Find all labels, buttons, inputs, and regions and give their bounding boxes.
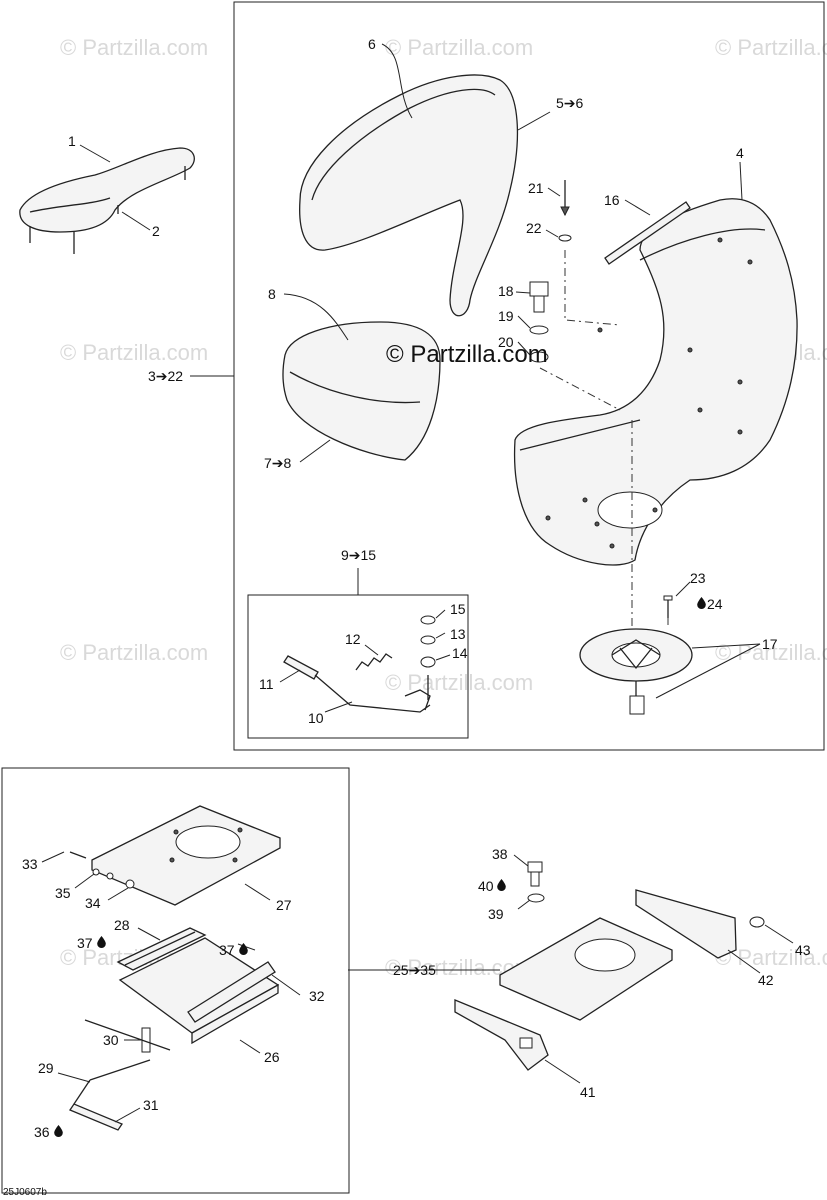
callout-37: 37 <box>77 935 93 951</box>
callout-23: 23 <box>690 570 706 586</box>
callout-34: 34 <box>85 895 101 911</box>
part-32-tube <box>187 961 276 1023</box>
callout-13: 13 <box>450 626 466 642</box>
part-10-latch-rod <box>314 674 431 713</box>
part-26-lower-slider <box>118 937 280 1045</box>
part-27-upper-plate <box>91 805 281 906</box>
part-23-screw <box>663 595 673 618</box>
part-31-handle <box>69 1079 123 1131</box>
part-20-nut <box>529 351 549 363</box>
center-watermark: © Partzilla.com <box>386 341 548 368</box>
callout-37: 37 <box>219 942 235 958</box>
callout-38: 38 <box>492 846 508 862</box>
callout-15: 15 <box>450 601 466 617</box>
part-21-screw <box>560 180 570 217</box>
alignment-line <box>539 367 621 411</box>
part-33-screw <box>69 851 87 859</box>
part-22-washer <box>558 234 572 242</box>
watermark: © Partzilla.com <box>60 340 208 365</box>
drop-icon <box>97 936 106 948</box>
watermark: © Partzilla.com <box>715 640 827 665</box>
callout-30: 30 <box>103 1032 119 1048</box>
callout-24: 24 <box>707 596 723 612</box>
watermark: © Partzilla.com <box>385 670 533 695</box>
drop-icon <box>697 597 706 609</box>
part-43-cap <box>749 916 765 928</box>
callout-28: 28 <box>114 917 130 933</box>
callout-32: 32 <box>309 988 325 1004</box>
part-15-nut <box>420 615 436 625</box>
callout-2: 2 <box>152 223 160 239</box>
callout-33: 33 <box>22 856 38 872</box>
callout-40: 40 <box>478 878 494 894</box>
drawing-code: 25J0607b <box>3 1187 47 1198</box>
part-8-seat-cushion <box>282 321 441 461</box>
callout-26: 26 <box>264 1049 280 1065</box>
watermark: © Partzilla.com <box>60 35 208 60</box>
part-4-seat-shell <box>513 198 798 566</box>
callout-12: 12 <box>345 631 361 647</box>
part-16-trim <box>604 201 691 265</box>
drop-icon <box>497 879 506 891</box>
part-1-handle <box>19 147 195 254</box>
part-19-washer <box>529 325 549 335</box>
callout-6: 6 <box>368 36 376 52</box>
callout-25-35: 25➔35 <box>393 962 436 978</box>
part-25-plate <box>499 917 673 1021</box>
callout-35: 35 <box>55 885 71 901</box>
callout-11: 11 <box>259 676 274 692</box>
part-29-rod <box>84 1019 171 1081</box>
callout-labels: 1 2 3➔22 4 5➔6 6 7➔8 8 9➔15 10 11 12 13 … <box>22 36 811 1140</box>
drop-icon <box>54 1125 63 1137</box>
callout-31: 31 <box>143 1097 159 1113</box>
callout-8: 8 <box>268 286 276 302</box>
callout-16: 16 <box>604 192 620 208</box>
callout-42: 42 <box>758 972 774 988</box>
callout-10: 10 <box>308 710 324 726</box>
part-12-spring <box>355 653 393 671</box>
callout-18: 18 <box>498 283 514 299</box>
alignment-line <box>564 250 621 326</box>
watermark: © Partzilla.com <box>715 35 827 60</box>
watermark: © Partzilla.com <box>385 35 533 60</box>
part-17-swivel-base <box>579 628 693 715</box>
part-41-side-rail <box>454 999 549 1071</box>
callout-14: 14 <box>452 645 468 661</box>
part-34-nut <box>125 879 135 889</box>
callout-43: 43 <box>795 942 811 958</box>
slider-assembly-box <box>1 767 350 1194</box>
callout-21: 21 <box>528 180 544 196</box>
callout-19: 19 <box>498 308 514 324</box>
callout-1: 1 <box>68 133 76 149</box>
part-13-washer <box>420 635 436 645</box>
leader-lines <box>41 43 794 1123</box>
part-28-rail <box>116 927 207 971</box>
part-39-washer <box>527 893 545 903</box>
callout-29: 29 <box>38 1060 54 1076</box>
callout-39: 39 <box>488 906 504 922</box>
callout-4: 4 <box>736 145 744 161</box>
callout-41: 41 <box>580 1084 596 1100</box>
callout-17: 17 <box>762 636 778 652</box>
part-42-side-rail <box>635 889 737 959</box>
callout-22: 22 <box>526 220 542 236</box>
callout-9-15: 9➔15 <box>341 547 376 563</box>
part-35-washers <box>92 868 114 880</box>
callout-5-6: 5➔6 <box>556 95 584 111</box>
watermark: © Partzilla.com <box>60 640 208 665</box>
part-38-bolt <box>527 861 543 887</box>
callout-7-8: 7➔8 <box>264 455 292 471</box>
callout-36: 36 <box>34 1124 50 1140</box>
callout-27: 27 <box>276 897 292 913</box>
part-14-nut <box>420 656 436 668</box>
callout-20: 20 <box>498 334 514 350</box>
part-18-bolt <box>529 281 549 313</box>
part-6-backrest <box>299 74 519 317</box>
callout-3-22: 3➔22 <box>148 368 183 384</box>
part-11-latch-handle <box>283 655 319 680</box>
